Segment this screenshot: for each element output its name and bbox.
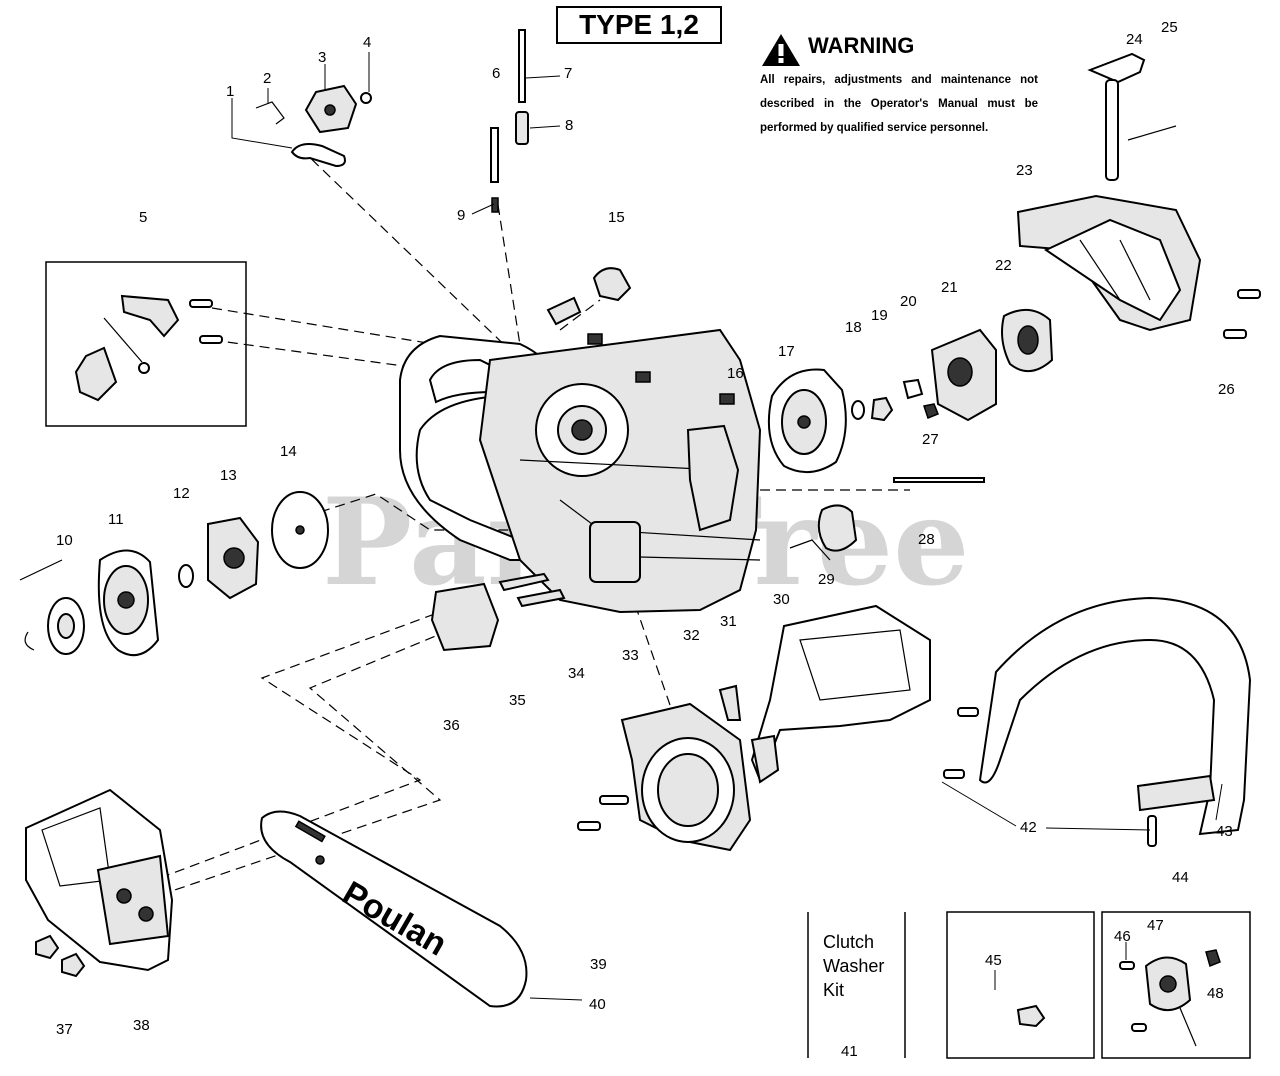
warning-notice: WARNING All repairs, adjustments and mai… [760, 30, 1038, 140]
kit-label: Clutch Washer Kit [823, 932, 885, 1000]
part-5-assembly [74, 294, 223, 402]
type-label: TYPE 1,2 [556, 6, 722, 44]
callout-33: 33 [622, 647, 639, 664]
callout-26: 26 [1218, 381, 1235, 398]
callout-15: 15 [608, 209, 625, 226]
callout-18: 18 [845, 319, 862, 336]
engine-housing [399, 267, 762, 614]
callout-9: 9 [457, 207, 465, 224]
callout-31: 31 [720, 613, 737, 630]
brake-cover-parts [430, 572, 931, 852]
callout-34: 34 [568, 665, 585, 682]
callout-12: 12 [173, 485, 190, 502]
callout-2: 2 [263, 70, 271, 87]
flywheel-starter-parts [767, 52, 1261, 561]
callout-labels: 1 2 3 4 5 6 7 8 9 10 11 12 13 14 15 16 1… [56, 19, 1235, 1060]
clutch-parts [19, 491, 329, 657]
part-group-1-4 [231, 52, 372, 168]
guide-bar: Poulan [260, 810, 583, 1008]
inset-boxes [807, 911, 1251, 1059]
callout-45: 45 [985, 952, 1002, 969]
callout-40: 40 [589, 996, 606, 1013]
callout-44: 44 [1172, 869, 1189, 886]
callout-17: 17 [778, 343, 795, 360]
callout-21: 21 [941, 279, 958, 296]
callout-14: 14 [280, 443, 297, 460]
part-45-inset-box [946, 911, 1095, 1059]
callout-48: 48 [1207, 985, 1224, 1002]
callout-13: 13 [220, 467, 237, 484]
callout-42: 42 [1020, 819, 1037, 836]
callout-35: 35 [509, 692, 526, 709]
callout-28: 28 [918, 531, 935, 548]
callout-19: 19 [871, 307, 888, 324]
side-cover [25, 788, 174, 978]
part-group-6-9 [471, 29, 561, 215]
handle-bar [941, 596, 1252, 847]
callout-23: 23 [1016, 162, 1033, 179]
warning-icon-spacer [760, 30, 798, 62]
callout-29: 29 [818, 571, 835, 588]
callout-16: 16 [727, 365, 744, 382]
part-5-inset-box [45, 261, 247, 427]
warning-title: WARNING [808, 33, 915, 58]
callout-43: 43 [1216, 823, 1233, 840]
part-47-inset-box [1101, 911, 1251, 1059]
callout-36: 36 [443, 717, 460, 734]
warning-text: All repairs, adjustments and maintenance… [760, 74, 1038, 134]
callout-30: 30 [773, 591, 790, 608]
callout-10: 10 [56, 532, 73, 549]
callout-32: 32 [683, 627, 700, 644]
warning-triangle-icon [762, 34, 800, 66]
callout-7: 7 [564, 65, 572, 82]
callout-27: 27 [922, 431, 939, 448]
callout-22: 22 [995, 257, 1012, 274]
callout-3: 3 [318, 49, 326, 66]
callout-47: 47 [1147, 917, 1164, 934]
callout-4: 4 [363, 34, 371, 51]
callout-37: 37 [56, 1021, 73, 1038]
callout-11: 11 [108, 511, 124, 528]
warning-header: WARNING [760, 30, 1038, 62]
callout-5: 5 [139, 209, 147, 226]
callout-20: 20 [900, 293, 917, 310]
callout-25: 25 [1161, 19, 1178, 36]
callout-8: 8 [565, 117, 573, 134]
callout-41: 41 [841, 1043, 858, 1060]
callout-1: 1 [226, 83, 234, 100]
callout-6: 6 [492, 65, 500, 82]
callout-38: 38 [133, 1017, 150, 1034]
callout-46: 46 [1114, 928, 1131, 945]
callout-24: 24 [1126, 31, 1143, 48]
callout-39: 39 [590, 956, 607, 973]
